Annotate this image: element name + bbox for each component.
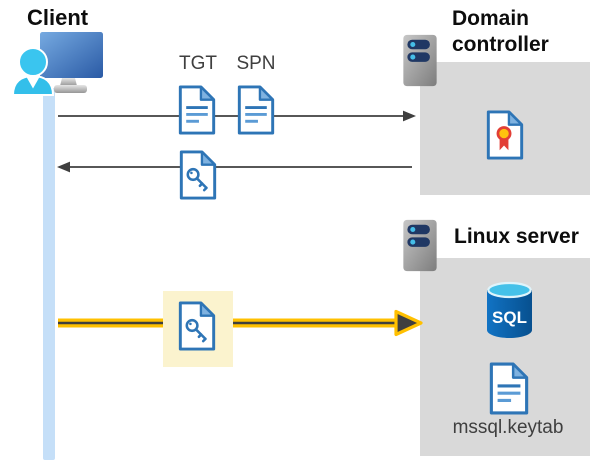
arrow-head-right <box>403 110 416 122</box>
ticket-request-arrow <box>58 110 416 122</box>
client-label: Client <box>27 5 89 30</box>
tgt-document-icon <box>178 85 216 135</box>
spn-label: SPN <box>236 53 276 74</box>
domain-controller-server-icon <box>403 34 437 87</box>
linux-server-server-icon <box>403 219 437 272</box>
sql-label: SQL <box>492 308 527 327</box>
client-workstation-icon <box>11 32 103 96</box>
certificate-document-icon <box>486 110 524 160</box>
monitor-stand-neck <box>60 78 77 86</box>
person-collar <box>26 77 40 89</box>
sql-authentication-arrow <box>58 309 423 337</box>
ticket-response-arrow <box>57 161 412 173</box>
sql-database-icon: SQL <box>487 281 532 338</box>
domain-controller-label: Domain controller <box>452 7 549 56</box>
monitor-stand-base <box>54 85 87 93</box>
key-document-icon <box>179 150 217 200</box>
linux-server-label: Linux server <box>454 225 579 248</box>
arrow-head-yellow <box>394 309 423 337</box>
monitor-icon <box>40 32 103 78</box>
keytab-document-icon <box>489 362 529 415</box>
spn-document-icon <box>237 85 275 135</box>
key-document-icon-highlighted <box>178 301 216 351</box>
arrow-head-left <box>57 161 70 173</box>
keytab-label: mssql.keytab <box>452 417 564 438</box>
tgt-label: TGT <box>179 53 217 74</box>
client-lifeline <box>43 88 55 460</box>
person-head <box>18 47 48 77</box>
